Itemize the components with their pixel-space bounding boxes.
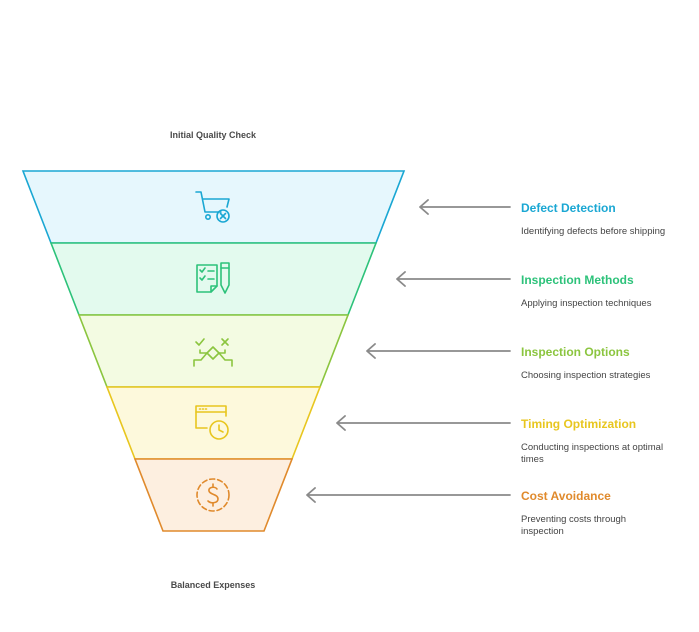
checklist-pen-icon: [196, 262, 230, 294]
browser-clock-icon: [195, 405, 229, 440]
stage-title: Inspection Options: [521, 345, 630, 359]
funnel-stage-3: [77, 314, 350, 388]
stage-description: Choosing inspection strategies: [521, 370, 651, 381]
stage-description: Applying inspection techniques: [521, 298, 652, 309]
stage-description: Identifying defects before shipping: [521, 226, 666, 237]
stage-title: Cost Avoidance: [521, 489, 611, 503]
top-caption: Initial Quality Check: [169, 130, 257, 140]
dollar-coin-icon: [196, 478, 230, 512]
bottom-caption: Balanced Expenses: [170, 580, 256, 590]
stage-description: Preventing costs through inspection: [521, 514, 627, 537]
stage-title: Timing Optimization: [521, 417, 637, 431]
pointer-arrow: [366, 343, 511, 359]
stage-title: Inspection Methods: [521, 273, 634, 287]
stage-description: Conducting inspections at optimal times: [521, 442, 664, 465]
shopping-cart-remove-icon: [195, 191, 230, 223]
funnel-stage-1: [21, 170, 406, 244]
pointer-arrow: [396, 271, 511, 287]
stage-title: Defect Detection: [521, 201, 616, 215]
pointer-arrow: [419, 199, 511, 215]
pointer-arrow: [336, 415, 511, 431]
decision-paths-icon: [193, 338, 233, 367]
pointer-arrow: [306, 487, 511, 503]
